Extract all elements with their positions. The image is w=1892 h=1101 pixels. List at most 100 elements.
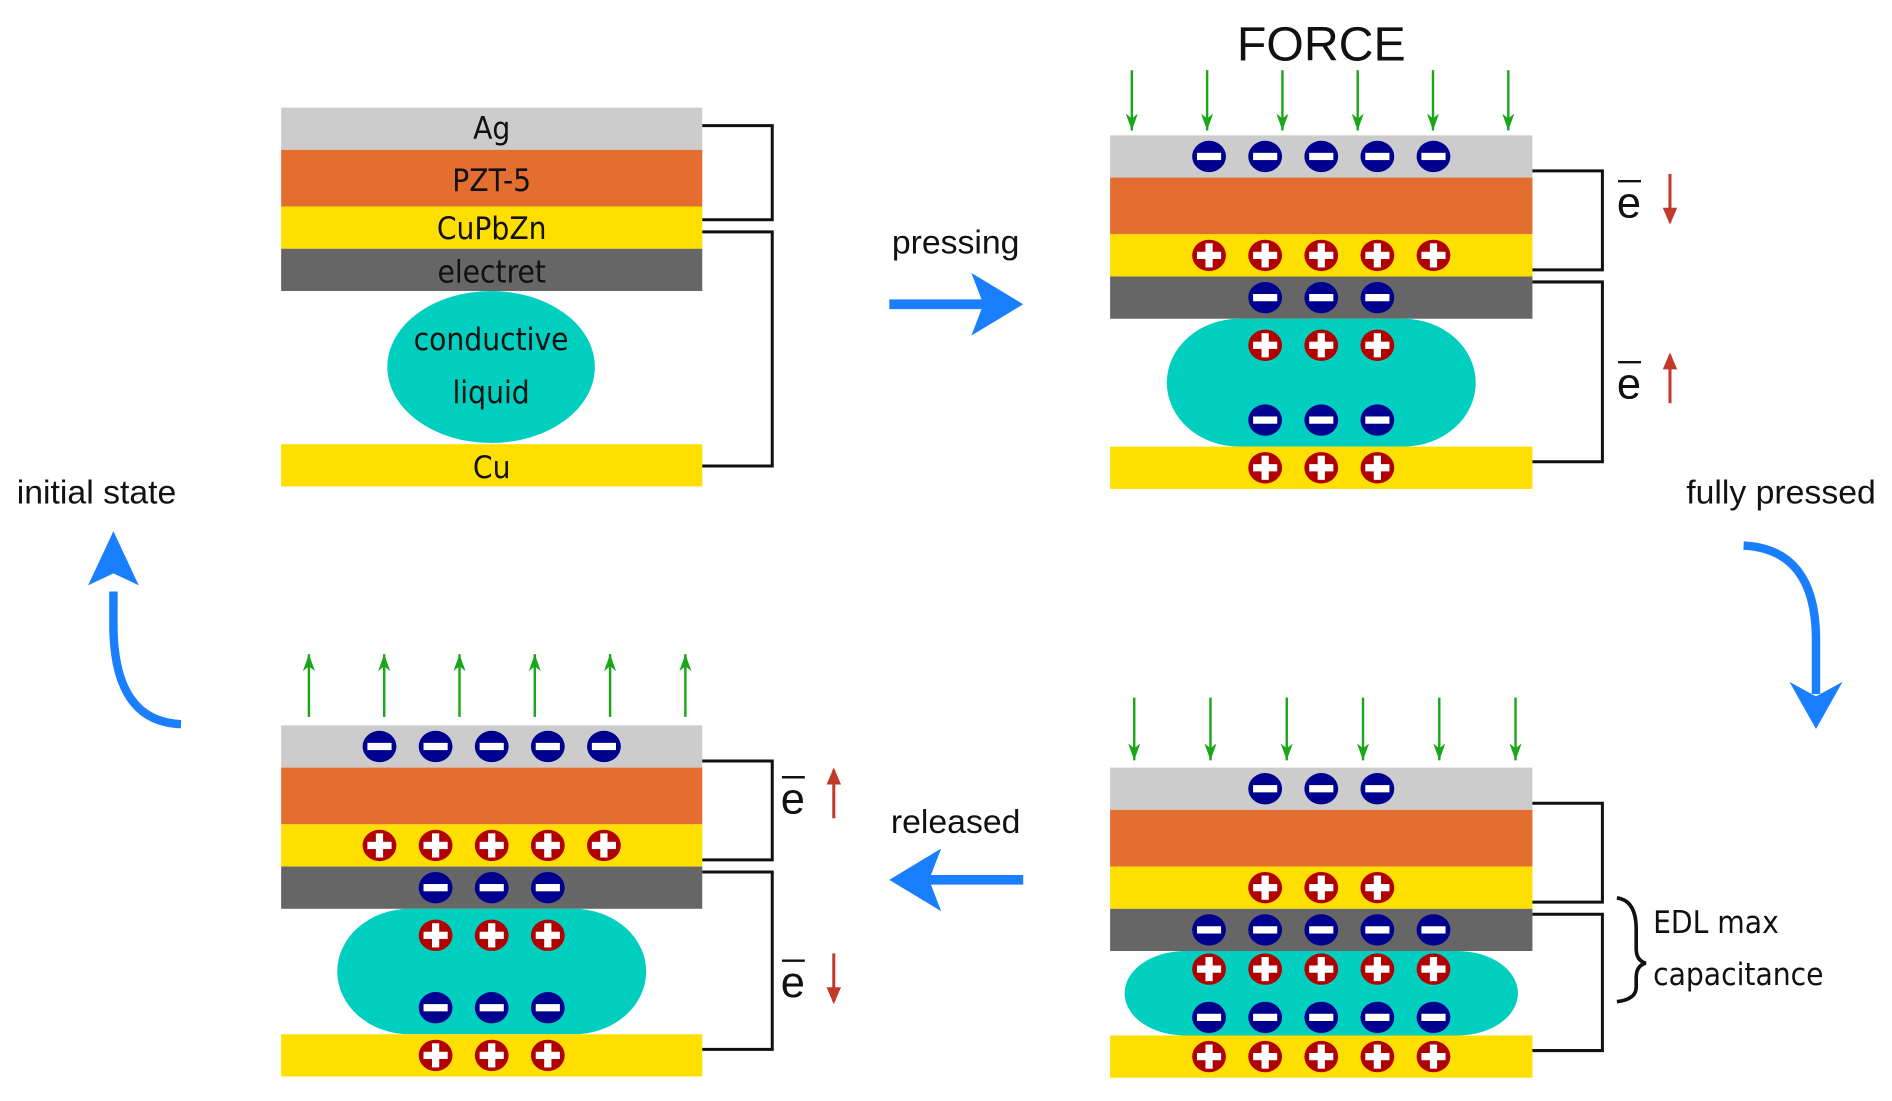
negative-charge-icon xyxy=(1360,404,1395,436)
force-arrow-down-icon xyxy=(1502,70,1515,131)
electron-flow-indicator: e xyxy=(1617,352,1678,408)
electron-symbol: e xyxy=(781,775,805,823)
ag-layer xyxy=(281,107,703,150)
positive-charge-icon xyxy=(1416,239,1451,272)
minus-bar xyxy=(1253,785,1278,793)
minus-bar xyxy=(591,742,616,751)
positive-charge-icon xyxy=(1304,1040,1339,1073)
negative-charge-icon xyxy=(474,992,509,1024)
minus-bar xyxy=(1196,152,1222,161)
panel-pressing: ee xyxy=(1110,70,1678,489)
plus-bar-v xyxy=(1261,957,1269,982)
positive-charge-icon xyxy=(1416,1040,1451,1073)
minus-bar xyxy=(1365,294,1390,302)
electron-arrow-down-icon xyxy=(826,987,842,1005)
force-arrow-up-icon xyxy=(604,654,617,717)
negative-charge-icon xyxy=(1248,1001,1283,1034)
minus-bar xyxy=(1253,294,1278,302)
positive-charge-icon xyxy=(1360,239,1395,272)
cu-layer xyxy=(281,444,703,487)
negative-charge-icon xyxy=(1304,1001,1339,1034)
minus-bar xyxy=(1365,785,1390,793)
minus-bar xyxy=(479,742,504,751)
plus-bar-v xyxy=(1261,243,1269,268)
negative-charge-icon xyxy=(1248,140,1283,173)
positive-charge-icon xyxy=(1248,1040,1283,1073)
negative-charge-icon xyxy=(1416,1001,1451,1034)
electret-layer xyxy=(281,248,703,291)
positive-charge-icon xyxy=(1360,1040,1395,1073)
wire-top-circuit xyxy=(1532,801,1604,904)
positive-charge-icon xyxy=(1248,871,1283,904)
arrow-head xyxy=(1356,743,1370,761)
arrow-head xyxy=(1128,743,1141,761)
positive-charge-icon xyxy=(530,829,565,862)
liquid-label-line1: conductive xyxy=(414,322,569,358)
plus-bar-v xyxy=(1429,957,1438,982)
negative-charge-icon xyxy=(1192,1001,1226,1034)
negative-charge-icon xyxy=(1304,773,1339,805)
plus-bar-v xyxy=(1205,1044,1213,1069)
pressing-label: pressing xyxy=(892,224,1020,262)
positive-charge-icon xyxy=(1192,953,1226,985)
minus-bar xyxy=(1365,152,1390,161)
plus-bar-v xyxy=(1317,1044,1325,1069)
plus-bar-v xyxy=(544,923,552,948)
arrow-head xyxy=(604,654,617,672)
minus-bar xyxy=(367,742,392,751)
plus-bar-v xyxy=(1373,333,1381,358)
negative-charge-icon xyxy=(474,871,509,904)
minus-bar xyxy=(1196,1013,1222,1021)
wire-bottom-circuit xyxy=(702,870,774,1051)
wire-top-circuit xyxy=(1532,169,1604,272)
plus-bar-v xyxy=(544,833,552,858)
plus-bar-v xyxy=(375,833,384,858)
force-arrow-down-icon xyxy=(1276,70,1289,131)
positive-charge-icon xyxy=(1304,452,1339,484)
plus-bar-v xyxy=(1373,957,1381,982)
minus-bar xyxy=(1309,926,1334,934)
cupbzn-layer xyxy=(281,206,703,249)
force-label: FORCE xyxy=(1237,18,1406,72)
positive-charge-icon xyxy=(1360,452,1395,484)
minus-bar xyxy=(423,742,448,751)
negative-charge-icon xyxy=(587,730,621,763)
positive-charge-icon xyxy=(1248,953,1283,985)
negative-charge-icon xyxy=(1248,914,1283,946)
negative-charge-icon xyxy=(1360,1001,1395,1034)
arrow-head xyxy=(1509,743,1522,761)
ag-label: Ag xyxy=(473,111,510,147)
electron-arrow-up-icon xyxy=(826,767,842,785)
arrow-head xyxy=(1280,743,1293,761)
plus-bar-v xyxy=(488,833,496,858)
positive-charge-icon xyxy=(1248,452,1283,484)
negative-charge-icon xyxy=(362,730,397,763)
positive-charge-icon xyxy=(1360,953,1395,985)
electret-label: electret xyxy=(437,255,545,291)
electron-arrow-down-icon xyxy=(1662,207,1678,225)
plus-bar-v xyxy=(600,833,608,858)
negative-charge-icon xyxy=(418,730,453,763)
arrow-head xyxy=(453,654,466,672)
wire-top-circuit xyxy=(702,124,774,222)
negative-charge-icon xyxy=(1304,140,1339,173)
electron-symbol: e xyxy=(1617,179,1641,227)
minus-bar xyxy=(1309,416,1334,424)
negative-charge-icon xyxy=(1248,281,1283,314)
negative-charge-icon xyxy=(474,730,509,763)
minus-bar xyxy=(1253,1013,1278,1021)
positive-charge-icon xyxy=(474,919,509,952)
positive-charge-icon xyxy=(1360,871,1395,904)
edl-label-line1: EDL max xyxy=(1653,905,1779,941)
fully-pressed-label: fully pressed xyxy=(1686,473,1876,511)
negative-charge-icon xyxy=(418,871,453,904)
plus-bar-v xyxy=(1373,455,1381,480)
arrow-head xyxy=(1276,113,1289,131)
electron-flow-indicator: e xyxy=(781,953,842,1007)
negative-charge-icon xyxy=(1416,914,1451,946)
plus-bar-v xyxy=(1429,243,1438,268)
minus-bar xyxy=(1421,926,1446,934)
minus-bar xyxy=(1365,926,1390,934)
pzt-layer xyxy=(1110,809,1533,867)
plus-bar-v xyxy=(431,1043,440,1068)
